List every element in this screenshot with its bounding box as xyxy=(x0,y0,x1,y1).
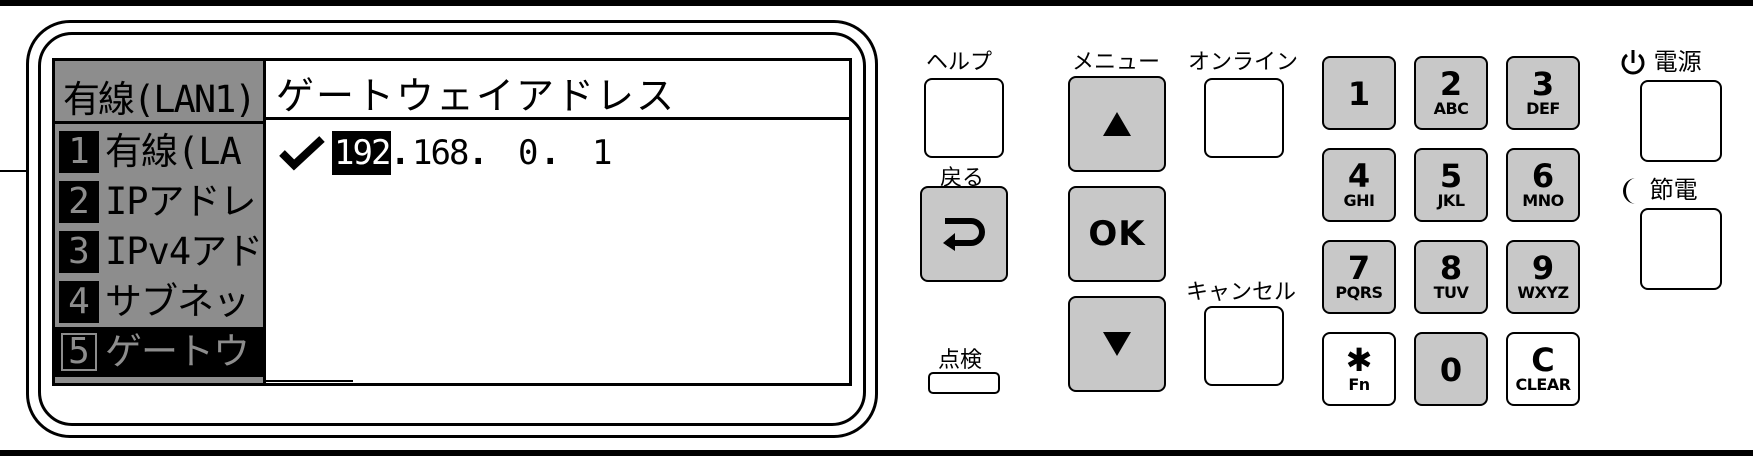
back-button[interactable] xyxy=(920,186,1008,282)
key-main-label: 4 xyxy=(1347,157,1371,195)
menu-item-label: IPv4アド xyxy=(105,230,263,273)
menu-item-gateway[interactable]: 5 ゲートウ xyxy=(55,327,263,377)
ip-separator: . xyxy=(540,133,561,173)
key-6[interactable]: 6 MNO xyxy=(1506,148,1580,222)
menu-up-button[interactable] xyxy=(1068,76,1166,172)
menu-item-label: ゲートウ xyxy=(105,330,250,373)
screen-bottom-mark xyxy=(263,380,353,382)
menu-item-label: サブネッ xyxy=(105,280,250,323)
up-triangle-icon xyxy=(1103,112,1131,136)
top-rule xyxy=(0,0,1753,6)
ok-label: OK xyxy=(1088,214,1146,254)
key-8[interactable]: 8 TUV xyxy=(1414,240,1488,314)
key-sub-label: JKL xyxy=(1437,191,1465,210)
key-main-label: 9 xyxy=(1531,249,1555,287)
help-label: ヘルプ xyxy=(926,50,993,75)
key-sub-label: PQRS xyxy=(1335,283,1383,302)
key-sub-label: GHI xyxy=(1343,191,1375,210)
menu-item-label: IPアドレ xyxy=(105,180,257,223)
key-3[interactable]: 3 DEF xyxy=(1506,56,1580,130)
power-save-label-group: 節電 xyxy=(1620,170,1698,206)
key-main-label: ✱ xyxy=(1345,341,1373,379)
menu-item-number: 1 xyxy=(59,131,99,173)
key-7[interactable]: 7 PQRS xyxy=(1322,240,1396,314)
cancel-button[interactable] xyxy=(1204,306,1284,386)
inspect-label: 点検 xyxy=(938,348,983,373)
ip-octet-3[interactable]: 0 xyxy=(518,133,539,173)
help-button[interactable] xyxy=(924,78,1004,158)
lcd-menu-panel: 有線(LAN1) 1 有線(LA 2 IPアドレ 3 IPv4アド 4 サブネッ… xyxy=(55,61,263,383)
key-sub-label: TUV xyxy=(1433,283,1469,302)
key-main-label: 8 xyxy=(1439,249,1463,287)
key-main-label: 2 xyxy=(1439,65,1463,103)
moon-icon xyxy=(1623,178,1636,204)
menu-item-number: 4 xyxy=(59,281,99,323)
power-button[interactable] xyxy=(1640,80,1722,162)
menu-item-number: 2 xyxy=(59,181,99,223)
ip-octet-4[interactable]: 1 xyxy=(592,133,613,173)
key-9[interactable]: 9 WXYZ xyxy=(1506,240,1580,314)
ip-separator: . xyxy=(390,133,411,173)
key-main-label: C xyxy=(1531,341,1555,379)
key-main-label: 7 xyxy=(1347,249,1371,287)
menu-title-divider xyxy=(55,121,263,124)
ip-separator: . xyxy=(468,133,489,173)
key-sub-label: Fn xyxy=(1348,375,1370,394)
screen-title-divider xyxy=(266,117,852,120)
check-icon xyxy=(279,136,325,171)
down-button[interactable] xyxy=(1068,296,1166,392)
key-fn[interactable]: ✱ Fn xyxy=(1322,332,1396,406)
key-main-label: 5 xyxy=(1439,157,1463,195)
ok-button[interactable]: OK xyxy=(1068,186,1166,282)
key-sub-label: ABC xyxy=(1433,99,1469,118)
menu-label: メニュー xyxy=(1072,50,1161,75)
ip-octet-2[interactable]: 168 xyxy=(412,133,469,173)
key-2[interactable]: 2 ABC xyxy=(1414,56,1488,130)
bottom-rule xyxy=(0,450,1753,456)
key-4[interactable]: 4 GHI xyxy=(1322,148,1396,222)
key-main-label: 1 xyxy=(1347,75,1371,113)
side-tick xyxy=(0,170,28,172)
inspect-button[interactable] xyxy=(928,372,1000,394)
return-arrow-icon xyxy=(943,218,985,251)
key-main-label: 6 xyxy=(1531,157,1555,195)
key-5[interactable]: 5 JKL xyxy=(1414,148,1488,222)
ip-octet-1[interactable]: 192 xyxy=(332,131,391,175)
key-main-label: 0 xyxy=(1439,351,1463,389)
power-save-label: 節電 xyxy=(1649,176,1698,204)
menu-item-number: 5 xyxy=(59,331,99,373)
key-1[interactable]: 1 xyxy=(1322,56,1396,130)
online-label: オンライン xyxy=(1188,50,1299,75)
key-sub-label: DEF xyxy=(1526,99,1560,118)
down-triangle-icon xyxy=(1103,332,1131,356)
power-label: 電源 xyxy=(1653,48,1702,76)
key-sub-label: WXYZ xyxy=(1517,283,1569,302)
key-0[interactable]: 0 xyxy=(1414,332,1488,406)
key-sub-label: MNO xyxy=(1522,191,1564,210)
menu-item-label: 有線(LA xyxy=(105,130,242,173)
menu-item-number: 3 xyxy=(59,231,99,273)
online-button[interactable] xyxy=(1204,78,1284,158)
cancel-label: キャンセル xyxy=(1186,280,1297,305)
key-sub-label: CLEAR xyxy=(1515,375,1571,394)
menu-title: 有線(LAN1) xyxy=(63,78,257,121)
power-save-button[interactable] xyxy=(1640,208,1722,290)
screen-title: ゲートウェイアドレス xyxy=(276,74,677,118)
lcd-screen: ゲートウェイアドレス 192 . 168 . 0 . 1 xyxy=(263,61,852,383)
power-icon xyxy=(1621,50,1645,75)
key-clear[interactable]: C CLEAR xyxy=(1506,332,1580,406)
power-label-group: 電源 xyxy=(1620,42,1702,77)
key-main-label: 3 xyxy=(1531,65,1555,103)
